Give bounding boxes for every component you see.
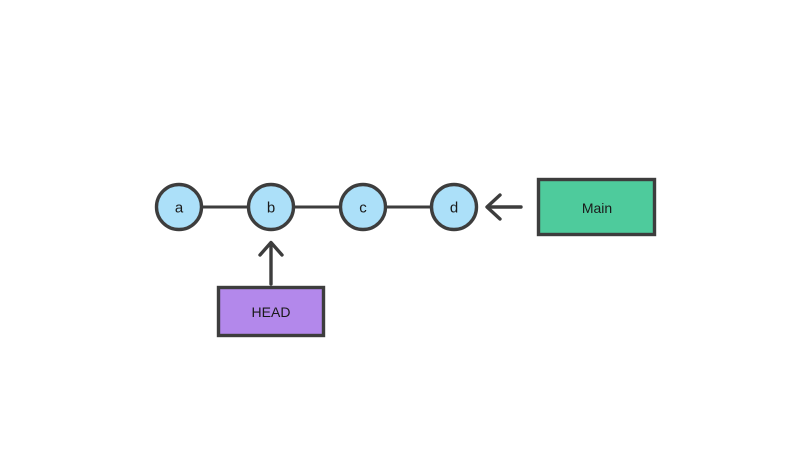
commit-circle-d [429, 182, 479, 232]
commit-node-d[interactable]: d [429, 182, 479, 232]
commit-label-b: b [267, 200, 275, 217]
main-arrow-head [485, 193, 502, 221]
commit-circle-c [338, 182, 388, 232]
main-branch-arrow-icon [485, 193, 523, 221]
head-box[interactable]: HEAD [216, 285, 326, 338]
commit-label-c: c [359, 200, 367, 217]
head-rect [216, 285, 326, 338]
commit-node-b[interactable]: b [246, 182, 296, 232]
head-arrow-head [258, 240, 284, 257]
commit-label-d: d [450, 200, 458, 217]
head-pointer-arrow-icon [258, 240, 284, 286]
commit-circle-b [246, 182, 296, 232]
main-branch-label: Main [582, 200, 612, 216]
commit-node-a[interactable]: a [154, 182, 204, 232]
main-branch-box[interactable]: Main [536, 177, 657, 237]
commit-node-c[interactable]: c [338, 182, 388, 232]
head-label: HEAD [252, 304, 291, 320]
commit-circle-a [154, 182, 204, 232]
commit-label-a: a [175, 200, 184, 217]
main-branch-rect [536, 177, 657, 237]
